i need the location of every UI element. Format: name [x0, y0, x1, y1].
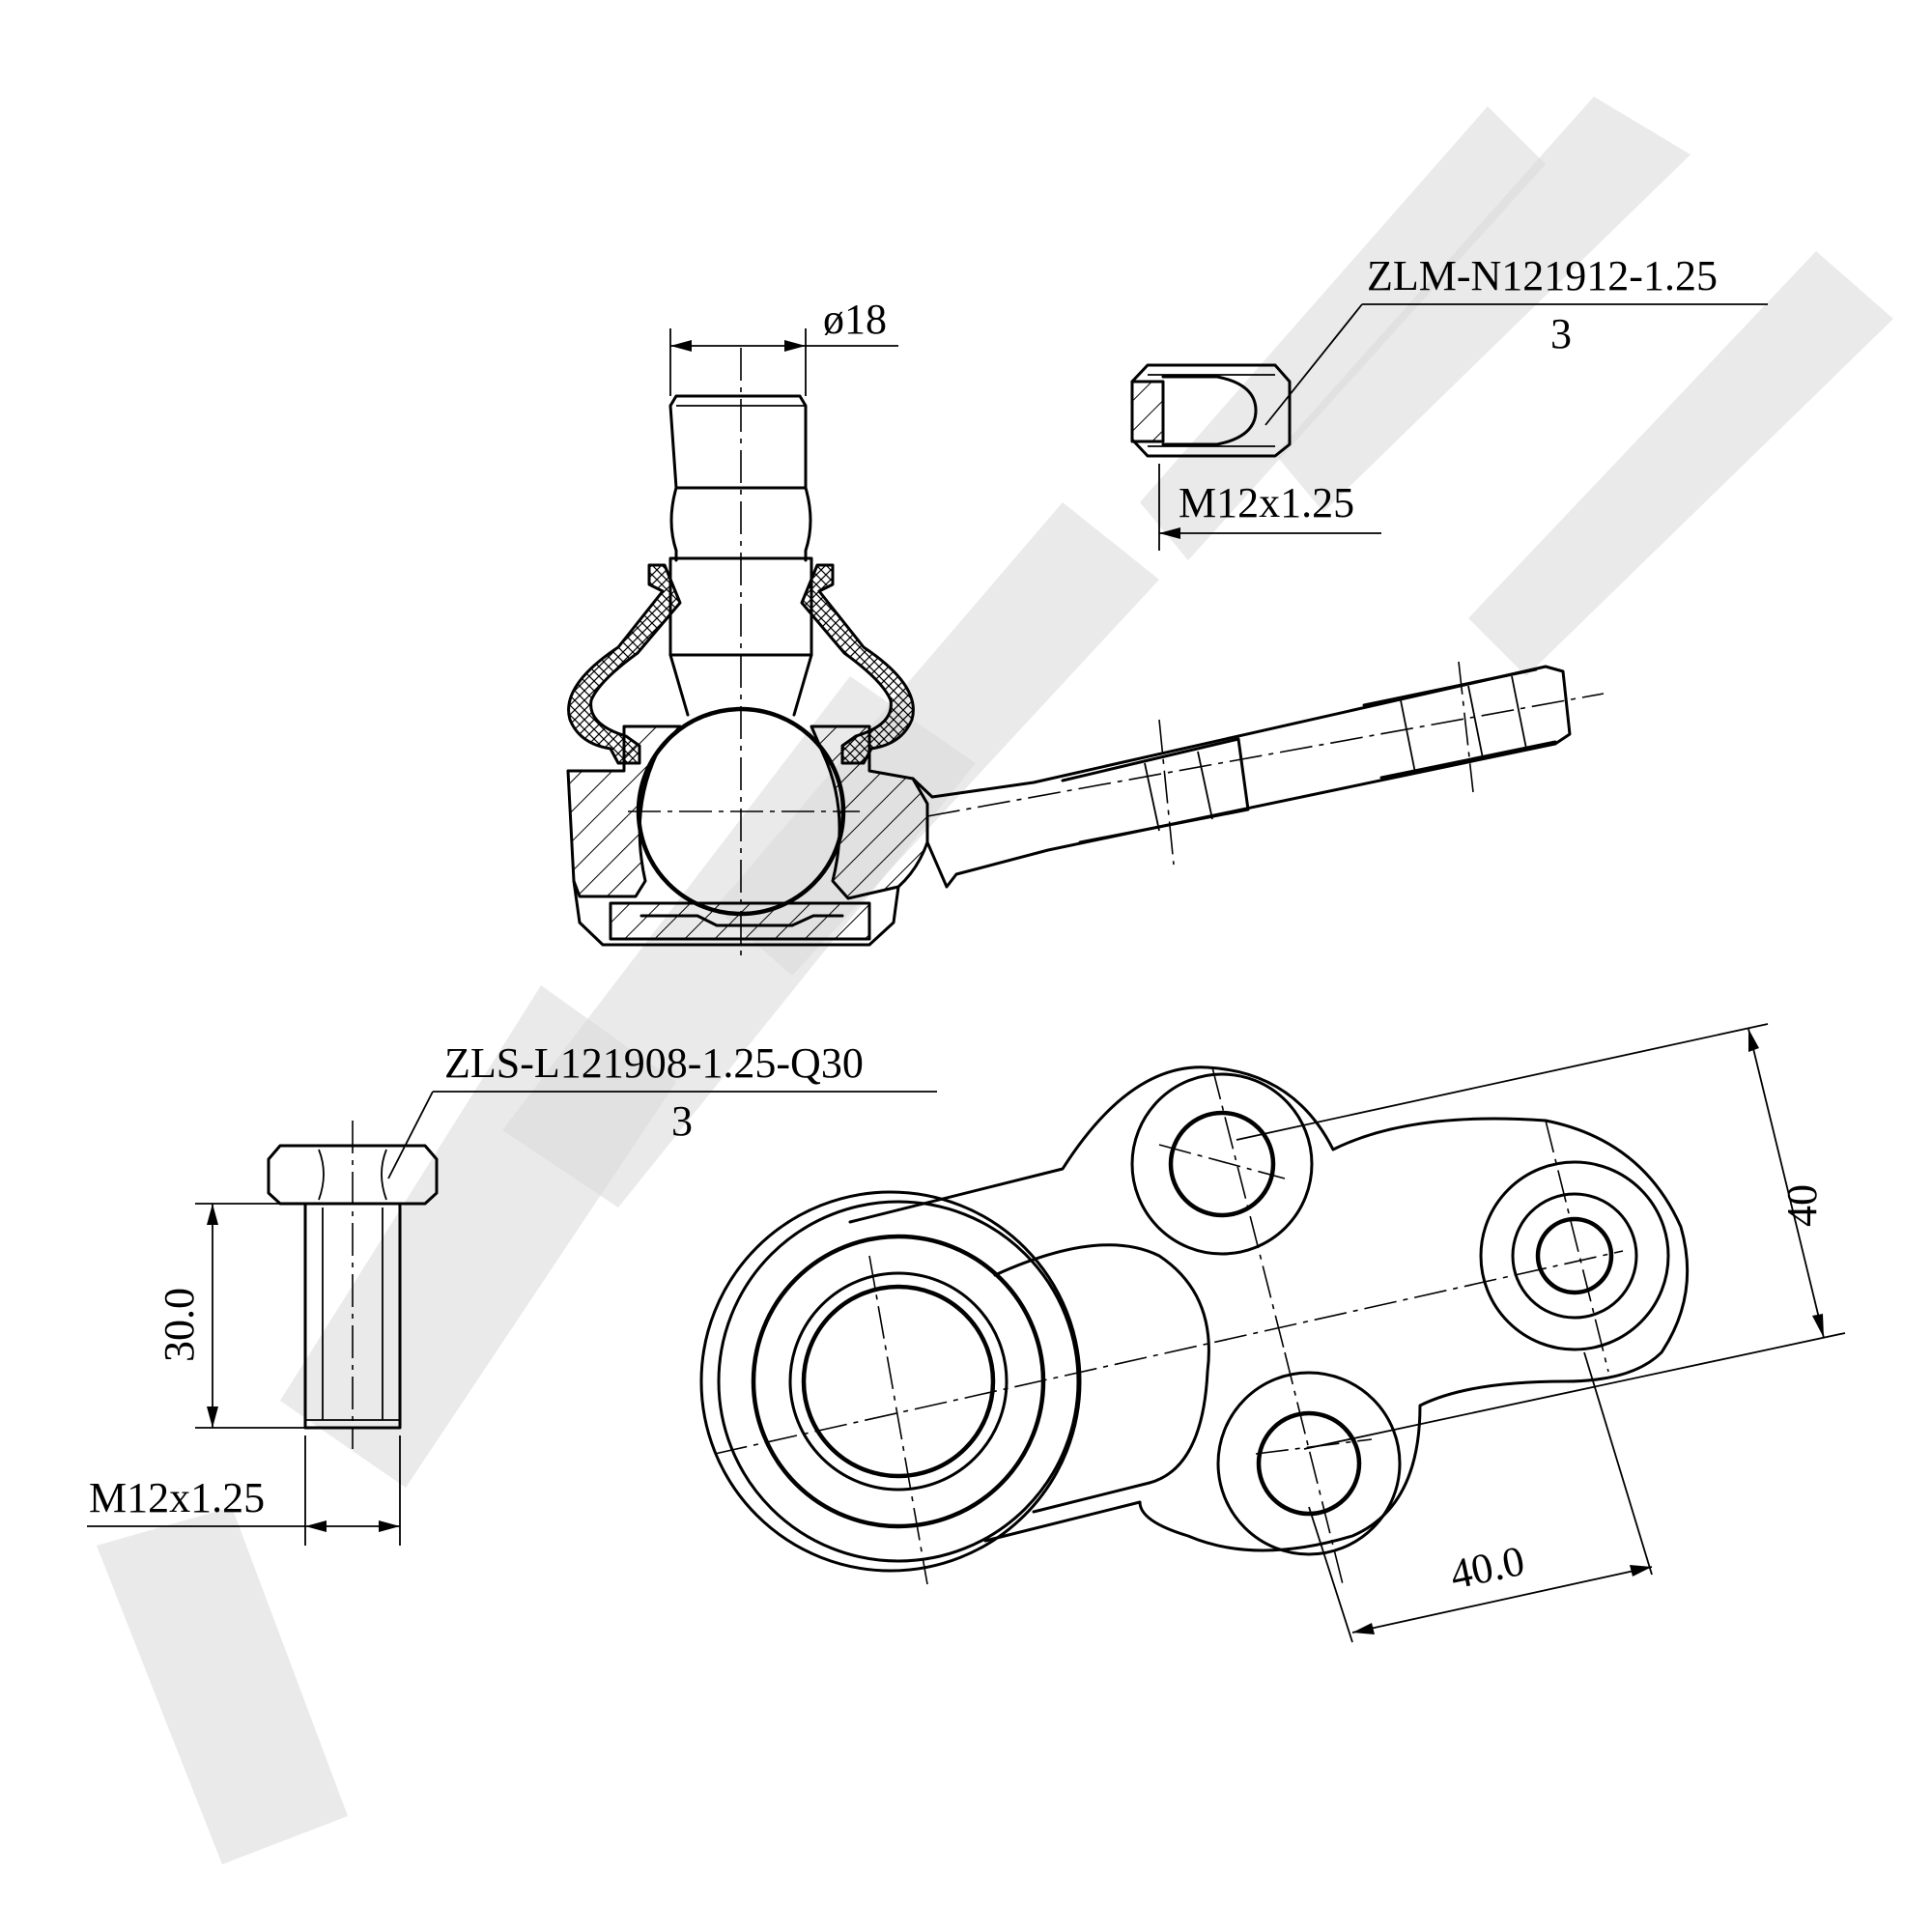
bolt-thread-label: M12x1.25 — [89, 1474, 265, 1521]
stud-diameter-label: ø18 — [823, 296, 887, 343]
lock-nut-drawing: M12x1.25 ZLM-N121912-1.25 3 — [1130, 252, 1768, 551]
nut-quantity: 3 — [1550, 310, 1572, 357]
bolt-quantity: 3 — [671, 1097, 693, 1145]
bolt-part-number: ZLS-L121908-1.25-Q30 — [444, 1039, 864, 1087]
nut-thread-label: M12x1.25 — [1179, 479, 1354, 526]
bolt-drawing: 30.0 M12x1.25 ZLS-L121908-1.25-Q30 3 — [87, 1039, 937, 1546]
flange-vertical-dim: 40 — [1778, 1184, 1826, 1227]
watermark-logo — [97, 97, 1893, 1864]
stud-diameter-dimension: ø18 — [669, 296, 898, 396]
bolt-length-label: 30.0 — [156, 1288, 203, 1362]
ball-joint-section — [566, 348, 1605, 956]
nut-part-number: ZLM-N121912-1.25 — [1367, 252, 1718, 299]
flange-horizontal-dim: 40.0 — [1446, 1537, 1529, 1599]
flange-top-view: 40 40.0 — [699, 1023, 1846, 1643]
